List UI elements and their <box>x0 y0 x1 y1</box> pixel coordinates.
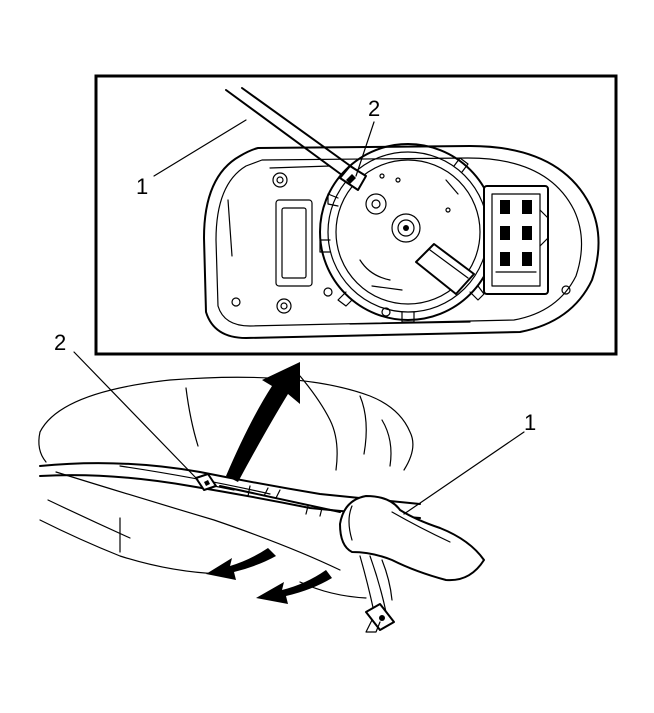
inset-pry-tool <box>225 87 367 191</box>
mirror-housing <box>38 375 414 599</box>
main-view: 2 1 <box>38 330 536 633</box>
detail-inset: 1 2 <box>94 74 618 356</box>
main-leader-2 <box>73 351 199 481</box>
wiring-harness <box>359 555 395 633</box>
main-leader-1 <box>403 431 525 515</box>
main-callout-1: 1 <box>524 410 536 435</box>
motion-arrow-left-1 <box>206 548 276 580</box>
main-callout-2: 2 <box>54 330 66 355</box>
inset-callout-2: 2 <box>368 96 380 121</box>
motion-arrow-left-2 <box>256 570 332 604</box>
inset-leader-1 <box>153 119 247 177</box>
mirror-backing-plate <box>203 145 600 339</box>
curved-arrow-up <box>226 362 300 482</box>
main-pry-tool <box>219 485 485 582</box>
inset-callout-1: 1 <box>136 174 148 199</box>
electrical-connector <box>483 185 549 295</box>
inset-leader-2 <box>355 121 375 177</box>
